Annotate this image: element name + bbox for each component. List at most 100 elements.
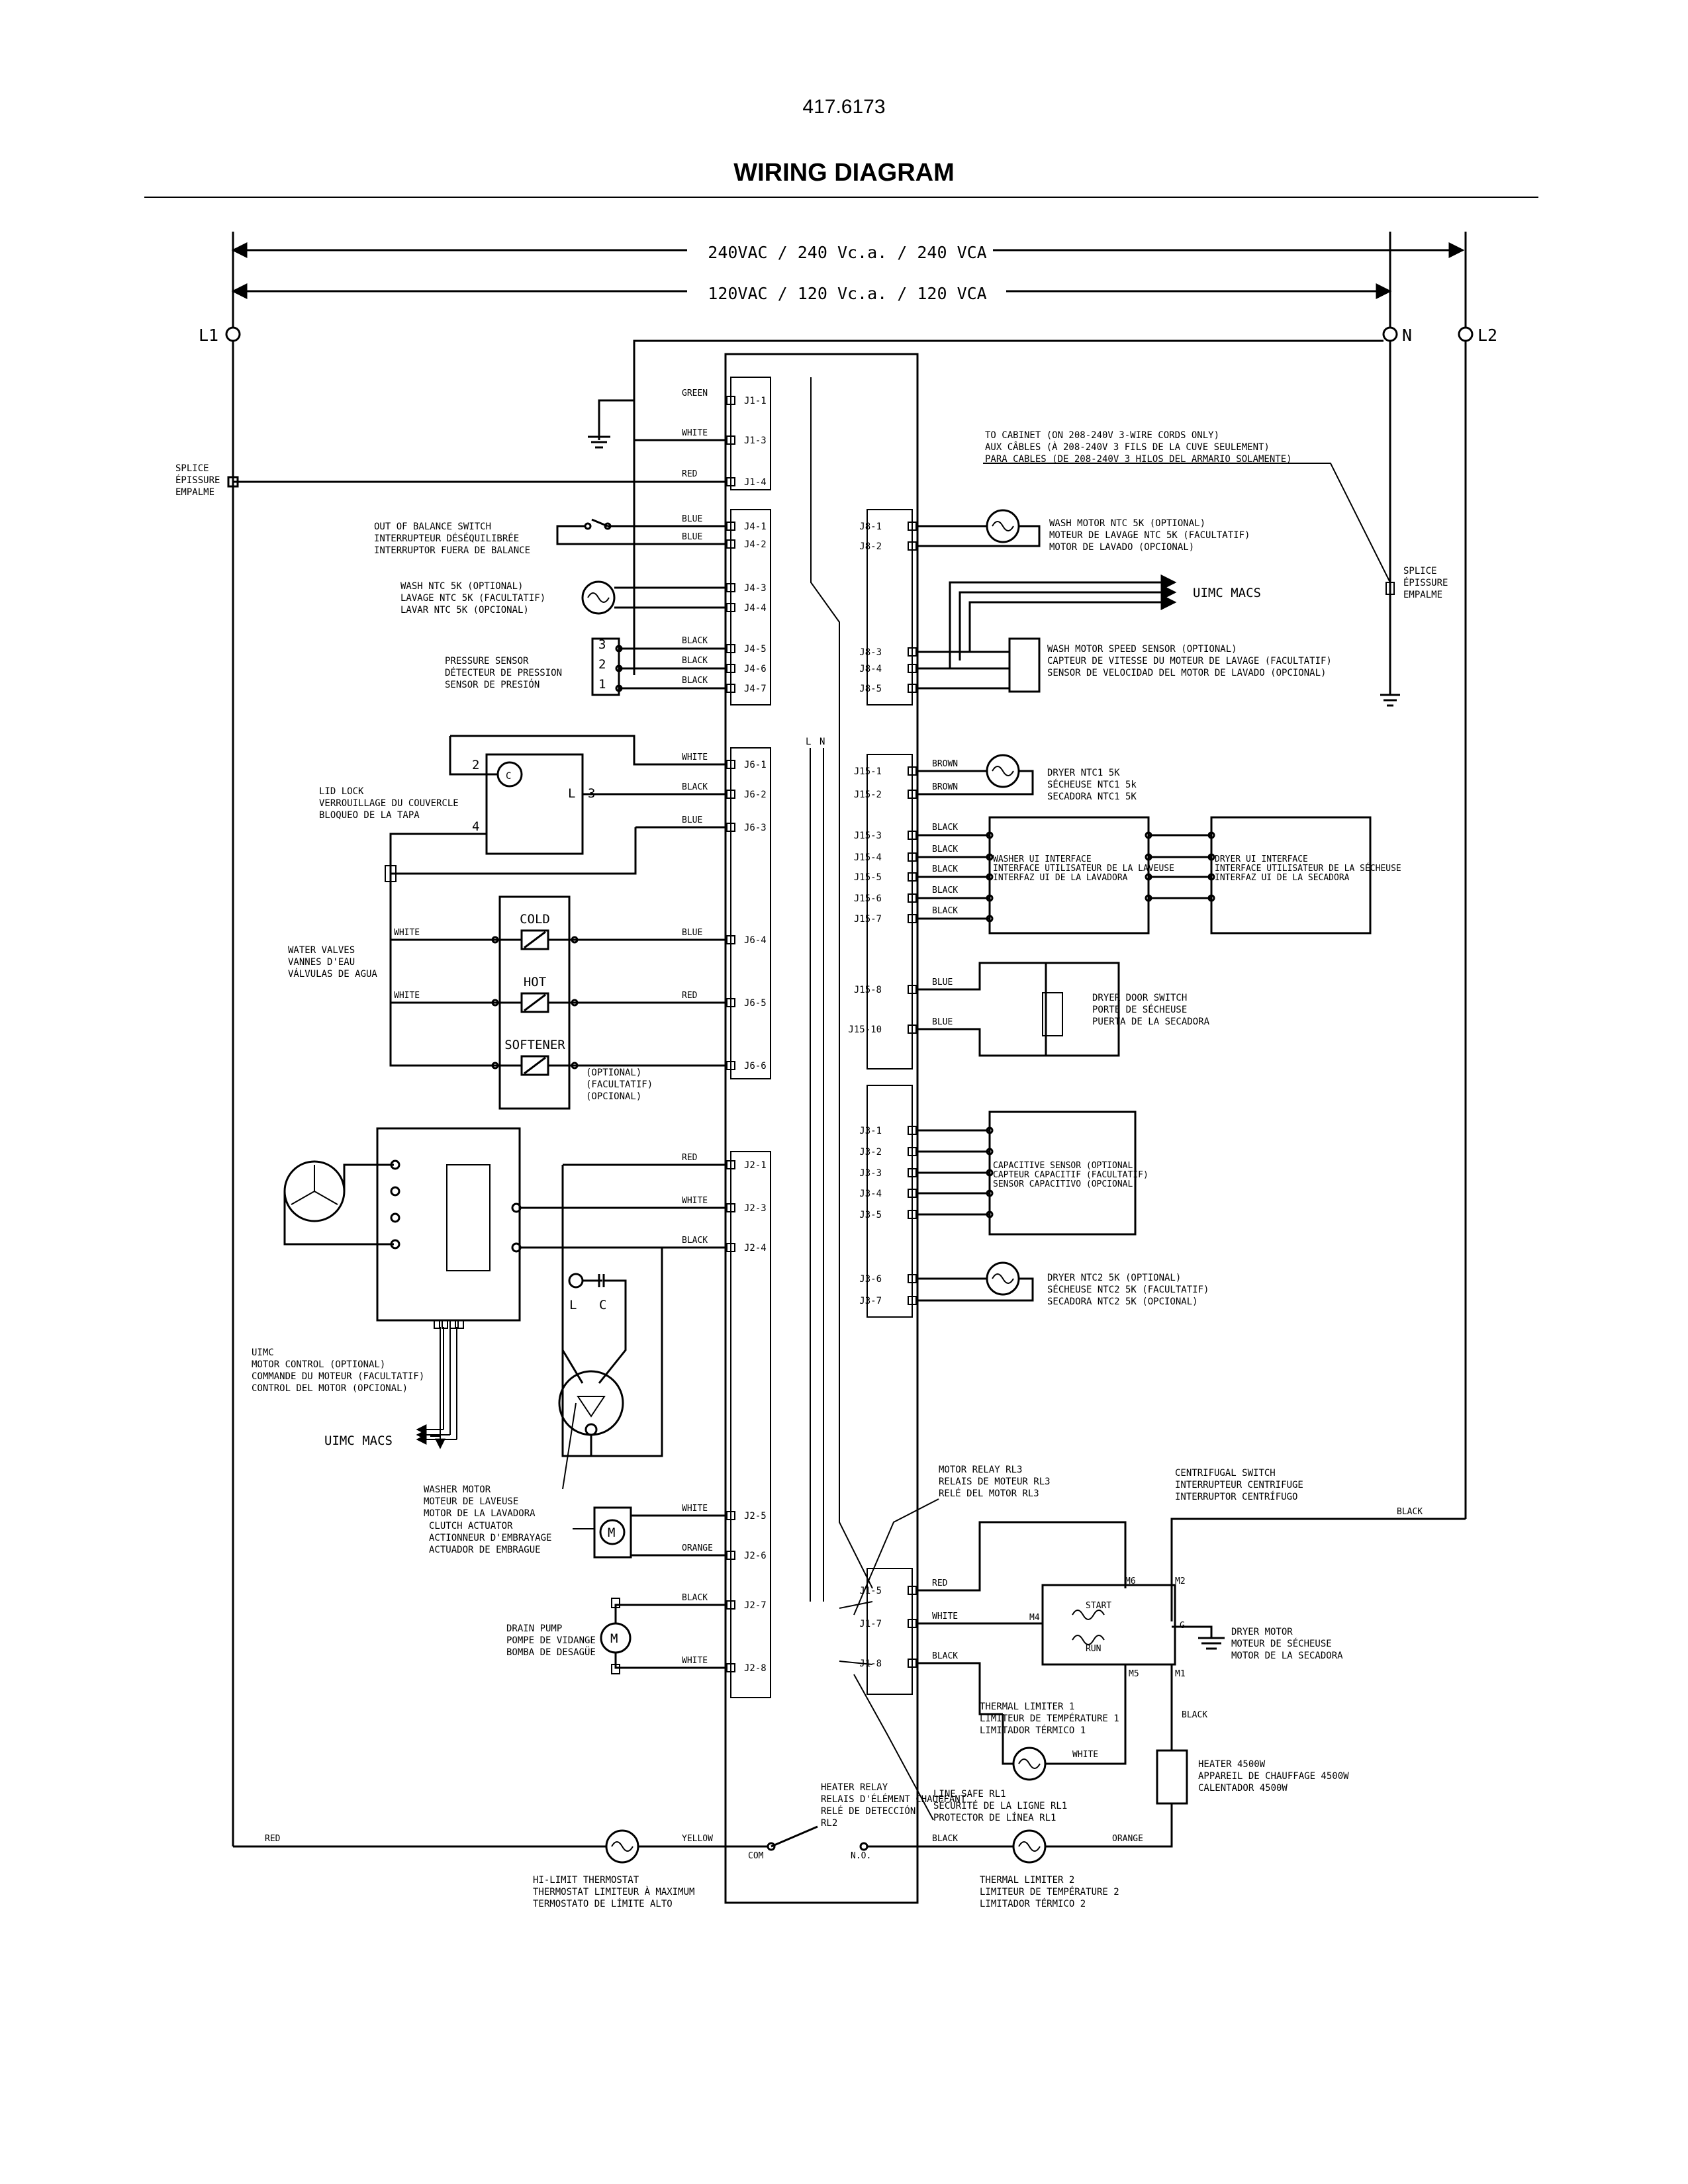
valve-optional-label: (FACULTATIF) <box>586 1079 653 1090</box>
motor-relay-label: MOTOR RELAY RL3 <box>939 1465 1022 1475</box>
lid-pin-l: L <box>568 786 575 801</box>
node <box>615 664 623 672</box>
wire-color: BLACK <box>682 782 708 792</box>
motor-m6: M6 <box>1125 1576 1136 1586</box>
wire-color: RED <box>932 1578 948 1588</box>
balance-switch-label: INTERRUPTOR FUERA DE BALANCE <box>374 545 530 556</box>
water-valves-label: VÁLVULAS DE AGUA <box>288 968 377 979</box>
washer-ui-label: WASHER UI INTERFACE <box>993 854 1092 864</box>
splice-left-label: ÉPISSURE <box>175 475 220 486</box>
valve-name-0: COLD <box>520 912 550 927</box>
balance-switch-label: INTERRUPTEUR DÉSÉQUILIBRÉE <box>374 533 519 544</box>
pin-j1-1: J1-3 <box>744 435 767 446</box>
uimc-label: MOTOR CONTROL (OPTIONAL) <box>252 1359 385 1370</box>
node <box>615 645 623 653</box>
motor-relay-label: RELÉ DEL MOTOR RL3 <box>939 1488 1039 1499</box>
dryer-ntc2-icon <box>986 1261 1020 1296</box>
wash-ntc-icon <box>581 580 616 615</box>
pressure-pin-0: 1 <box>598 677 606 692</box>
washer-motor-label: MOTEUR DE LAVEUSE <box>424 1496 518 1507</box>
door-switch-label: PORTE DE SÉCHEUSE <box>1092 1004 1187 1015</box>
relay-contact-rl3 <box>839 1601 873 1609</box>
node <box>571 999 579 1007</box>
heater-relay-label: RELÉ DE DETECCIÓN <box>821 1805 915 1817</box>
relay-contact-rl1 <box>839 1661 873 1665</box>
centrifugal-label: CENTRIFUGAL SWITCH <box>1175 1468 1276 1479</box>
wire <box>1170 1518 1466 1621</box>
wire-color: WHITE <box>682 1196 708 1206</box>
pin-j2-2: J2-4 <box>744 1243 767 1253</box>
splice-left-label: EMPALME <box>175 487 214 498</box>
switch-contact <box>584 522 592 530</box>
wire-color: BLUE <box>682 514 702 524</box>
dryer-ntc2-label: SECADORA NTC2 5K (OPCIONAL) <box>1047 1297 1198 1307</box>
relay-no-label: N.O. <box>851 1851 871 1861</box>
relay-no <box>859 1842 868 1851</box>
pin-j2-3: J2-5 <box>744 1511 767 1522</box>
splice-right-label: EMPALME <box>1403 590 1442 600</box>
dryer-ui-label: INTERFAZ UI DE LA SECADORA <box>1215 873 1350 883</box>
pressure-sensor-label: SENSOR DE PRESIÓN <box>445 678 539 690</box>
wire-color: WHITE <box>682 1656 708 1666</box>
hi-limit-label: TERMOSTATO DE LÍMITE ALTO <box>533 1898 673 1909</box>
wire <box>916 1028 1046 1057</box>
wire-color: BLACK <box>932 864 958 874</box>
pin-j3-0: J3-1 <box>859 1126 882 1136</box>
pin-j3-5: J3-6 <box>859 1274 882 1285</box>
fan-blade <box>314 1191 338 1205</box>
thermal-limiter1-label: LIMITADOR TÉRMICO 1 <box>980 1725 1086 1736</box>
splice-left <box>227 476 239 488</box>
uimc-terminal <box>390 1212 400 1223</box>
node <box>986 894 994 902</box>
connector-j1 <box>730 377 771 490</box>
motor-m5: M5 <box>1129 1669 1139 1679</box>
terminal-n-label: N <box>1402 326 1412 345</box>
dryer-ntc1-icon-symbol <box>992 766 1014 776</box>
document-number: 417.6173 <box>802 96 886 118</box>
pin-j6-2: J6-3 <box>744 823 767 833</box>
uimc-macs-right-label: UIMC MACS <box>1193 586 1261 600</box>
drain-pump-label: BOMBA DE DESAGÜE <box>506 1646 596 1658</box>
uimc-terminal <box>390 1160 400 1170</box>
thermal-limiter1-label: THERMAL LIMITER 1 <box>980 1702 1074 1712</box>
wire-color: WHITE <box>394 991 420 1001</box>
pin-j3-1: J3-2 <box>859 1147 882 1158</box>
connector-j8 <box>867 509 913 705</box>
wire-color: BLACK <box>932 906 958 916</box>
drain-terminal <box>611 1598 620 1608</box>
wire <box>343 1163 394 1191</box>
pressure-sensor-label: PRESSURE SENSOR <box>445 656 529 666</box>
drain-pump-label: DRAIN PUMP <box>506 1623 562 1634</box>
node <box>986 831 994 839</box>
heater-label: APPAREIL DE CHAUFFAGE 4500W <box>1198 1771 1349 1782</box>
wire <box>449 736 498 776</box>
capacitive-label: SENSOR CAPACITIVO (OPCIONAL) <box>993 1179 1138 1189</box>
wash-ntc-label: LAVAR NTC 5K (OPCIONAL) <box>400 605 529 615</box>
hi-limit-thermostat-icon-symbol <box>611 1841 633 1852</box>
node <box>986 853 994 861</box>
terminal-n <box>1382 326 1398 342</box>
terminal-l2-label: L2 <box>1477 326 1497 345</box>
splice-right <box>1385 582 1395 595</box>
heater-relay-contact <box>771 1825 818 1848</box>
clutch-label: CLUTCH ACTUATOR <box>429 1521 513 1531</box>
wire-color: WHITE <box>682 1504 708 1514</box>
pin-j6-3: J6-4 <box>744 935 767 946</box>
wire-color: GREEN <box>682 388 708 398</box>
wire-color: BLACK <box>932 1651 958 1661</box>
pin-j3-6: J3-7 <box>859 1296 882 1306</box>
wash-motor-ntc-icon <box>986 509 1020 543</box>
wire <box>1172 1625 1213 1638</box>
connector-j4 <box>730 509 771 705</box>
switch-contact <box>604 522 612 530</box>
dryer-ntc1-label: SECADORA NTC1 5K <box>1047 792 1137 802</box>
wire <box>1076 1803 1173 1848</box>
centrifugal-label: INTERRUPTOR CENTRÍFUGO <box>1175 1491 1297 1502</box>
lid-pin-2: 2 <box>472 758 479 772</box>
internal-trace <box>810 377 873 1589</box>
wire <box>389 833 487 874</box>
node <box>1207 853 1215 861</box>
pin-j6-0: J6-1 <box>744 760 767 770</box>
door-switch-label: DRYER DOOR SWITCH <box>1092 993 1187 1003</box>
pin-jr-2: J1-8 <box>859 1659 882 1669</box>
